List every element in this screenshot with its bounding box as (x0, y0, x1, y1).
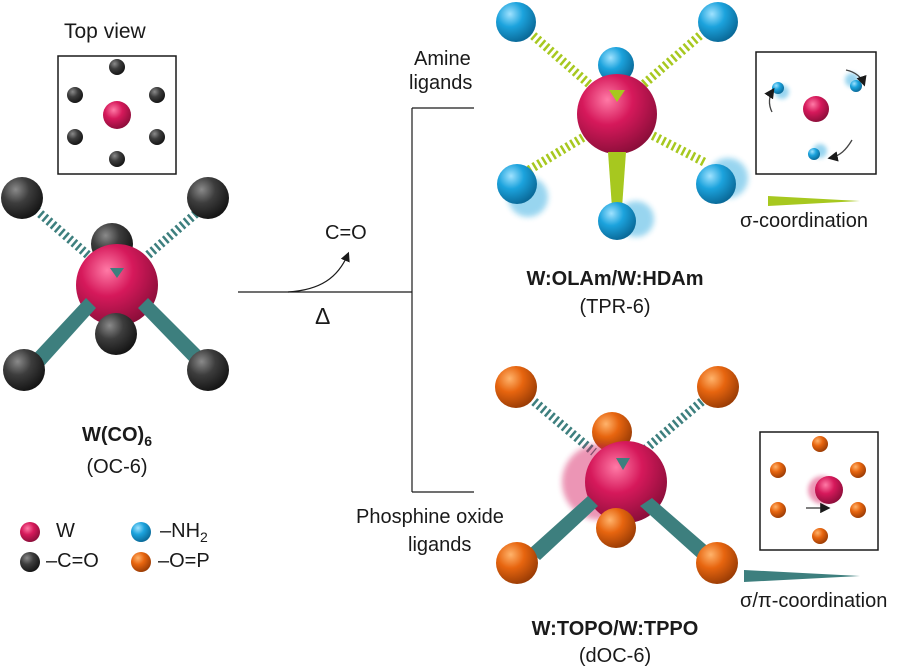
reactant-formula-subscript: 6 (144, 433, 152, 449)
reactant-molecule (1, 177, 229, 391)
legend-markers (20, 522, 151, 572)
phosphine-product-geometry: (dOC-6) (578, 645, 652, 667)
legend-label-nh2-subscript: 2 (200, 529, 208, 545)
legend-dot-op (131, 552, 151, 572)
amine-top-view-inset (755, 51, 877, 175)
legend-label-op: –O=P (158, 550, 210, 572)
released-gas-label: C=O (325, 222, 367, 244)
reactant-formula: W(CO)6 (62, 424, 172, 449)
legend-label-co: –C=O (46, 550, 99, 572)
legend-dot-co (20, 552, 40, 572)
sigma-coordination-wedge (768, 196, 860, 206)
top-view-label: Top view (64, 20, 146, 43)
heat-symbol: Δ (315, 303, 331, 329)
legend-dot-nh2 (131, 522, 151, 542)
sigma-coordination-label: σ-coordination (740, 210, 868, 232)
legend-label-nh2-main: –NH (160, 520, 201, 542)
legend-label-w: W (56, 520, 75, 542)
reactant-geometry: (OC-6) (86, 456, 148, 478)
reaction-arrow (238, 107, 474, 493)
amine-product-geometry: (TPR-6) (579, 296, 651, 318)
amine-ligands-label-line1: Amine (414, 48, 471, 70)
sigma-pi-coordination-wedge (744, 570, 860, 582)
phosphine-top-view-inset (759, 431, 879, 551)
legend-dot-w (20, 522, 40, 542)
phosphine-ligands-label-line2: ligands (408, 534, 472, 556)
phosphine-product-name: W:TOPO/W:TPPO (531, 618, 699, 640)
phosphine-product-molecule (495, 366, 739, 584)
amine-product-name: W:OLAm/W:HDAm (526, 268, 704, 290)
phosphine-ligands-label-line1: Phosphine oxide (356, 506, 504, 528)
sigma-pi-coordination-label: σ/π-coordination (740, 590, 888, 612)
amine-product-molecule (496, 2, 748, 240)
legend-label-nh2: –NH2 (160, 520, 208, 545)
amine-ligands-label-line2: ligands (409, 72, 473, 94)
top-view-panel (57, 55, 177, 175)
reactant-formula-main: W(CO) (82, 424, 145, 446)
